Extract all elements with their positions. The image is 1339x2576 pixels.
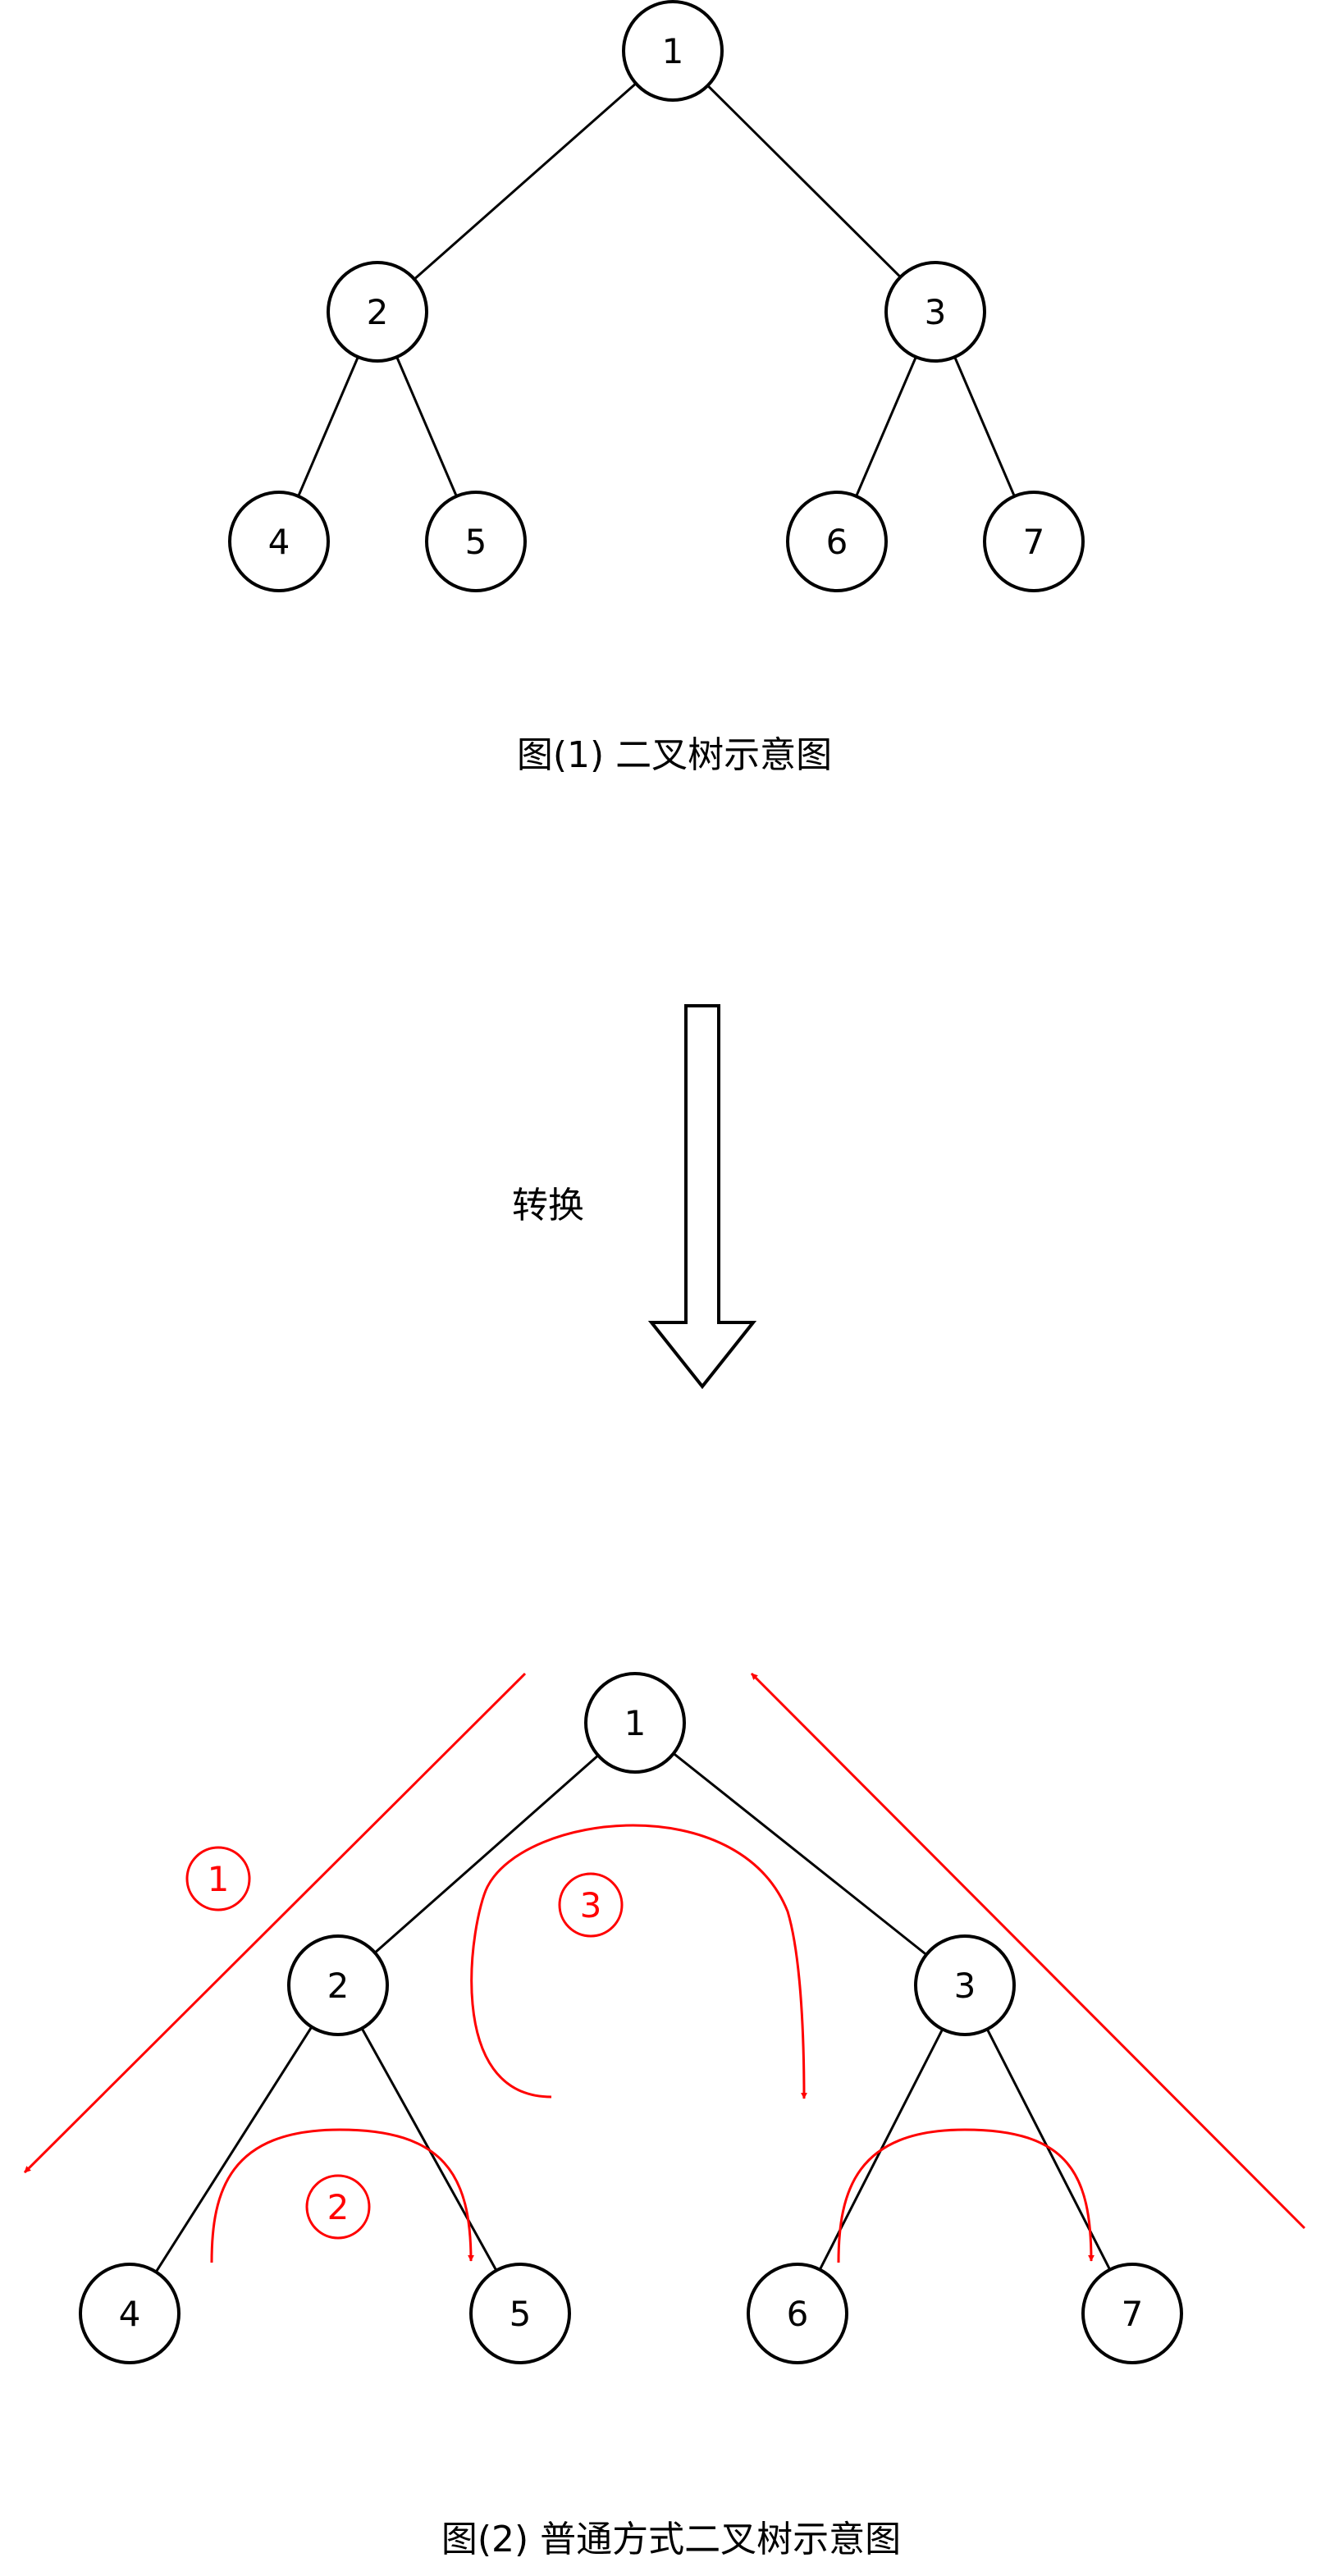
diagram1-node-1-circle bbox=[622, 0, 724, 102]
step-marker-2: 2 bbox=[305, 2174, 371, 2240]
diagram2-node-7-circle bbox=[1081, 2263, 1183, 2364]
diagram1-node-6-label: 6 bbox=[826, 522, 848, 562]
traversal-arrow-curve-right bbox=[837, 2128, 1095, 2263]
diagram1-node-4: 4 bbox=[228, 491, 330, 592]
diagram1-node-5: 5 bbox=[425, 491, 527, 592]
diagram-1-caption: 图(1) 二叉树示意图 bbox=[517, 734, 832, 776]
step-marker-1-circle bbox=[185, 1846, 251, 1911]
step-marker-1: 1 bbox=[185, 1846, 251, 1911]
diagram1-edge-2-4 bbox=[297, 356, 359, 497]
diagram2-edge-2-4 bbox=[154, 2026, 313, 2273]
step-marker-2-label: 2 bbox=[327, 2187, 350, 2227]
diagram2-node-3-circle bbox=[914, 1934, 1016, 2036]
tree-2-nodes: 1 2 3 4 5 6 7 bbox=[79, 1672, 1183, 2364]
diagram2-node-1-label: 1 bbox=[624, 1703, 647, 1743]
diagram1-node-7: 7 bbox=[983, 491, 1085, 592]
diagram2-node-6-label: 6 bbox=[787, 2294, 809, 2334]
diagram2-node-4-label: 4 bbox=[119, 2294, 141, 2334]
diagram1-node-2-label: 2 bbox=[367, 292, 389, 332]
step-marker-3-circle bbox=[558, 1872, 624, 1938]
diagram1-node-1-label: 1 bbox=[662, 31, 684, 71]
step-marker-3: 3 bbox=[558, 1872, 624, 1938]
tree-1-edges bbox=[297, 82, 1016, 497]
binary-tree-diagram-2: 1 2 3 4 5 6 7 1 2 3 图(2) 普通方式二叉树示意图 bbox=[23, 1672, 1306, 2560]
diagram2-node-1-circle bbox=[584, 1672, 686, 1774]
diagram1-node-3: 3 bbox=[884, 261, 986, 363]
tree-1-nodes: 1 2 3 4 5 6 7 bbox=[228, 0, 1085, 592]
diagram2-edge-1-3 bbox=[673, 1752, 927, 1956]
diagram1-node-2: 2 bbox=[327, 261, 428, 363]
diagram1-node-7-circle bbox=[983, 491, 1085, 592]
diagram2-node-3-label: 3 bbox=[954, 1966, 976, 2006]
diagram1-edge-3-6 bbox=[855, 356, 917, 497]
diagram1-node-1: 1 bbox=[622, 0, 724, 102]
diagram1-node-6: 6 bbox=[786, 491, 888, 592]
traversal-arrow-curve-3 bbox=[470, 1824, 807, 2099]
diagram2-node-1: 1 bbox=[584, 1672, 686, 1774]
step-marker-1-label: 1 bbox=[208, 1859, 230, 1899]
diagram1-node-4-circle bbox=[228, 491, 330, 592]
down-arrow-icon bbox=[647, 1004, 757, 1390]
diagram1-node-7-label: 7 bbox=[1023, 522, 1045, 562]
traversal-arrow-left-descent bbox=[23, 1672, 527, 2174]
diagram2-node-7-label: 7 bbox=[1122, 2294, 1144, 2334]
diagram1-node-3-circle bbox=[884, 261, 986, 363]
traversal-arrow-curve-2 bbox=[210, 2128, 474, 2263]
diagram2-edge-1-2 bbox=[373, 1754, 600, 1954]
step-marker-2-circle bbox=[305, 2174, 371, 2240]
diagram1-node-3-label: 3 bbox=[925, 292, 947, 332]
diagram2-node-2: 2 bbox=[287, 1934, 389, 2036]
diagram1-node-4-label: 4 bbox=[268, 522, 290, 562]
diagram1-node-5-circle bbox=[425, 491, 527, 592]
transform-label: 转换 bbox=[512, 1185, 584, 1226]
diagram1-node-5-label: 5 bbox=[465, 522, 487, 562]
diagram2-node-3: 3 bbox=[914, 1934, 1016, 2036]
binary-tree-diagram-1: 1 2 3 4 5 6 7 图(1) 二叉树示意图 bbox=[228, 0, 1085, 776]
diagram2-node-5-label: 5 bbox=[510, 2294, 532, 2334]
diagram1-edge-1-3 bbox=[706, 84, 902, 278]
diagram2-node-6: 6 bbox=[747, 2263, 848, 2364]
diagram2-node-5: 5 bbox=[469, 2263, 571, 2364]
transform-arrow-group: 转换 bbox=[512, 1004, 757, 1390]
diagram1-edge-3-7 bbox=[953, 356, 1016, 497]
diagram1-node-2-circle bbox=[327, 261, 428, 363]
step-marker-3-label: 3 bbox=[580, 1885, 602, 1925]
diagram2-node-2-circle bbox=[287, 1934, 389, 2036]
diagram2-node-4: 4 bbox=[79, 2263, 181, 2364]
traversal-arrow-right-ascent bbox=[750, 1672, 1306, 2230]
diagram-2-caption: 图(2) 普通方式二叉树示意图 bbox=[441, 2519, 901, 2560]
diagram2-node-7: 7 bbox=[1081, 2263, 1183, 2364]
diagram2-node-5-circle bbox=[469, 2263, 571, 2364]
diagram2-node-4-circle bbox=[79, 2263, 181, 2364]
diagram2-node-6-circle bbox=[747, 2263, 848, 2364]
diagram2-node-2-label: 2 bbox=[327, 1966, 350, 2006]
diagram1-edge-2-5 bbox=[395, 356, 458, 497]
diagram1-edge-1-2 bbox=[413, 82, 638, 281]
diagram1-node-6-circle bbox=[786, 491, 888, 592]
